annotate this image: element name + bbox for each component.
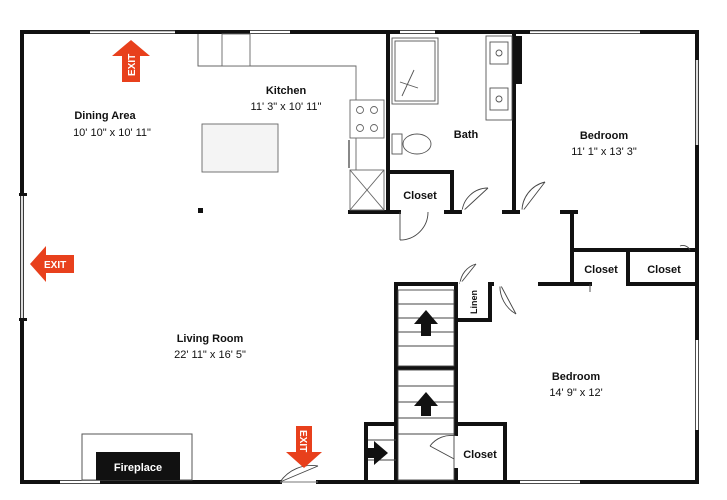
stair-up-arrow-icon <box>414 310 438 416</box>
room-name-bedroom-1: Bedroom <box>580 130 629 142</box>
room-name-dining: Dining Area <box>74 110 136 122</box>
closet-label-bath: Closet <box>403 190 437 202</box>
exit-arrow-up-icon <box>112 40 150 82</box>
windows <box>20 30 699 484</box>
exit-arrow-down-icon <box>286 426 322 468</box>
svg-text:EXIT: EXIT <box>127 54 138 76</box>
closet-label-right: Closet <box>647 264 681 276</box>
room-dims-dining: 10' 10" x 10' 11" <box>73 127 151 139</box>
linen-label: Linen <box>469 290 479 314</box>
exit-sign-bottom: EXIT <box>286 426 322 468</box>
room-name-kitchen: Kitchen <box>266 85 307 97</box>
doors <box>279 181 691 483</box>
fireplace <box>81 433 193 481</box>
exit-sign-left: EXIT <box>30 246 74 282</box>
stair-right-arrow-icon <box>366 441 388 465</box>
room-dims-kitchen: 11' 3" x 10' 11" <box>251 101 322 113</box>
closet-label-bottom: Closet <box>463 449 497 461</box>
room-name-bath: Bath <box>454 129 479 141</box>
room-name-bedroom-2: Bedroom <box>552 371 601 383</box>
room-name-living: Living Room <box>177 333 244 345</box>
fireplace-label: Fireplace <box>114 462 162 474</box>
exit-sign-top: EXIT <box>112 40 150 82</box>
closet-label-hall: Closet <box>584 264 618 276</box>
room-dims-living: 22' 11" x 16' 5" <box>174 349 246 361</box>
svg-text:EXIT: EXIT <box>297 430 308 452</box>
exterior-walls <box>20 30 699 484</box>
room-dims-bedroom-2: 14' 9" x 12' <box>549 387 602 399</box>
kitchen-fixtures <box>197 33 385 211</box>
interior-walls <box>348 30 699 484</box>
svg-text:EXIT: EXIT <box>44 260 66 271</box>
exit-arrow-left-icon <box>30 246 74 282</box>
bath-fixtures <box>391 35 513 155</box>
room-dims-bedroom-1: 11' 1" x 13' 3" <box>571 146 637 158</box>
